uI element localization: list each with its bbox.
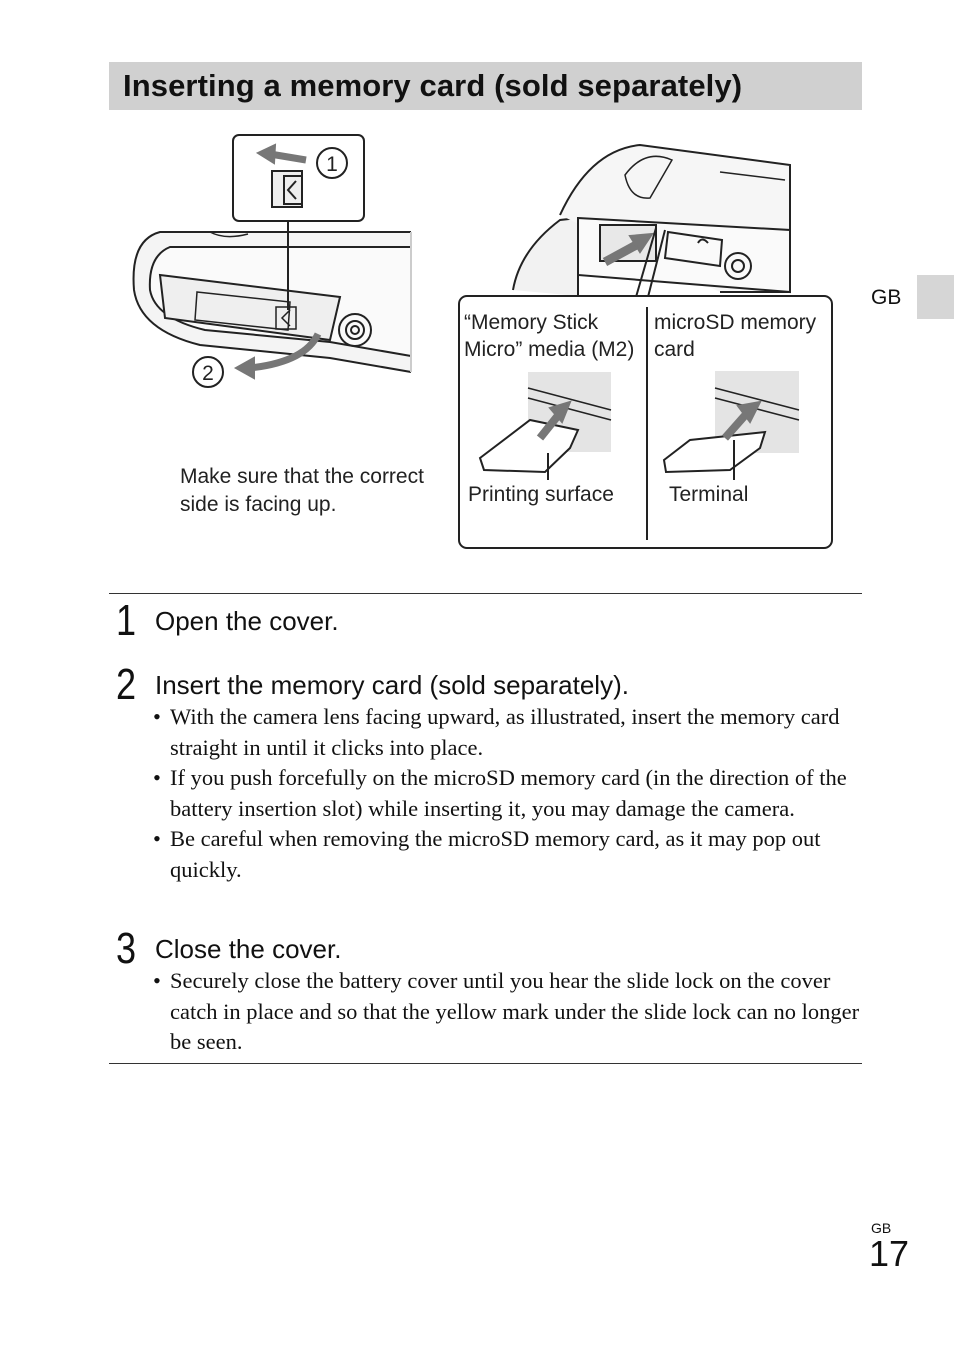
step-3-bullets: •Securely close the battery cover until … bbox=[153, 966, 865, 1058]
callout-m2-title-line1: “Memory Stick bbox=[464, 311, 599, 334]
bullet-text: If you push forcefully on the microSD me… bbox=[170, 765, 847, 821]
microsd-card-drawing bbox=[662, 371, 800, 480]
step-2-title: Insert the memory card (sold separately)… bbox=[155, 670, 629, 700]
callout-microsd-title-line2: card bbox=[654, 338, 695, 361]
language-tab-label: GB bbox=[871, 286, 902, 309]
page-title: Inserting a memory card (sold separately… bbox=[123, 68, 743, 103]
list-item: •Be careful when removing the microSD me… bbox=[153, 826, 821, 882]
step-marker-1: 1 bbox=[316, 147, 348, 179]
step-2-number: 2 bbox=[116, 660, 137, 709]
list-item: •If you push forcefully on the microSD m… bbox=[153, 765, 847, 821]
callout-m2-title: “Memory Stick Micro” media (M2) bbox=[464, 309, 634, 363]
camera-bottom-drawing bbox=[132, 231, 412, 373]
memory-card-illustration: 1 2 bbox=[132, 134, 833, 549]
list-item: •Securely close the battery cover until … bbox=[153, 968, 860, 1054]
bottom-rule bbox=[109, 1063, 862, 1064]
section-title-bar: Inserting a memory card (sold separately… bbox=[109, 62, 862, 110]
terminal-label: Terminal bbox=[669, 483, 749, 506]
step-1-number: 1 bbox=[116, 596, 137, 645]
callout-microsd-title: microSD memory card bbox=[654, 309, 816, 363]
memory-stick-micro-drawing bbox=[478, 372, 612, 480]
bullet-text: Securely close the battery cover until y… bbox=[170, 968, 860, 1054]
list-item: •With the camera lens facing upward, as … bbox=[153, 704, 840, 760]
card-orientation-callout bbox=[458, 295, 833, 549]
step-marker-2: 2 bbox=[192, 356, 224, 388]
printing-surface-label: Printing surface bbox=[468, 483, 614, 506]
callout-m2-title-line2: Micro” media (M2) bbox=[464, 338, 635, 361]
step-2-bullets: •With the camera lens facing upward, as … bbox=[153, 702, 865, 885]
step-1-title: Open the cover. bbox=[155, 606, 339, 636]
step-3-title: Close the cover. bbox=[155, 934, 342, 964]
svg-text:2: 2 bbox=[202, 362, 214, 385]
orientation-hint: Make sure that the correct side is facin… bbox=[180, 465, 424, 516]
footer-language: GB bbox=[871, 1220, 892, 1236]
svg-text:1: 1 bbox=[326, 153, 338, 176]
callout-microsd-title-line1: microSD memory bbox=[654, 311, 817, 334]
page-number: 17 bbox=[869, 1233, 910, 1274]
step-3-number: 3 bbox=[116, 924, 137, 973]
camera-open-drawing bbox=[512, 143, 791, 296]
language-tab bbox=[917, 275, 954, 319]
bullet-text: Be careful when removing the microSD mem… bbox=[170, 826, 821, 882]
top-rule bbox=[109, 593, 862, 594]
bullet-text: With the camera lens facing upward, as i… bbox=[170, 704, 840, 760]
